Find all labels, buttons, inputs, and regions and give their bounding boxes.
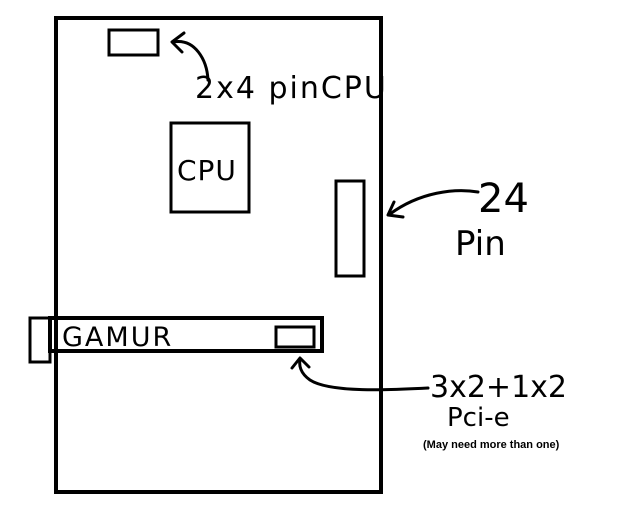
gpu-card <box>48 316 324 353</box>
pcie-arrow <box>298 358 430 392</box>
pcie-power-connector <box>274 325 316 349</box>
atx-24pin-arrow <box>388 189 480 216</box>
gpu-bracket <box>28 316 52 364</box>
motherboard-outline <box>54 16 383 494</box>
pcie-count-label: 3x2+1x2 <box>430 370 567 405</box>
pcie-note: (May need more than one) <box>423 439 560 451</box>
atx-24pin-connector <box>334 179 366 278</box>
cpu-power-arrow <box>171 40 210 82</box>
cpu-label: CPU <box>177 154 237 187</box>
cpu-socket <box>169 121 251 214</box>
gpu-label: GAMUR <box>62 322 173 353</box>
atx-24pin-arrowhead <box>386 200 405 219</box>
cpu-power-arrowhead <box>170 31 186 54</box>
atx-24pin-number: 24 <box>478 176 529 222</box>
pcie-type-label: Pci-e <box>447 403 510 433</box>
cpu-power-connector <box>107 28 160 57</box>
atx-24pin-label: Pin <box>455 224 506 264</box>
cpu-power-label: 2x4 pinCPU <box>195 71 388 106</box>
pcie-arrowhead <box>290 356 311 370</box>
